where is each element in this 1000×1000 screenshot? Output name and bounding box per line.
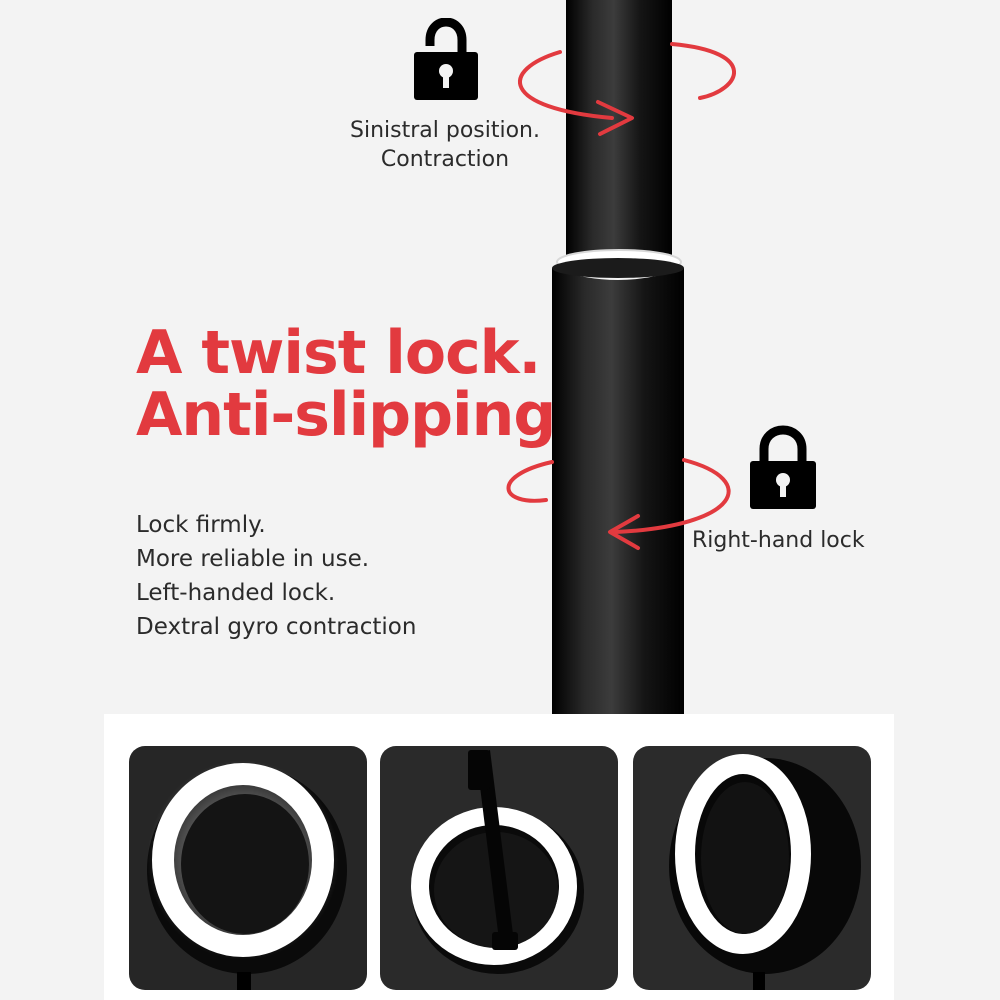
headline-line-2: Anti-slipping: [136, 380, 556, 450]
rotation-arrow-icon: [506, 460, 554, 503]
telescopic-pole-illustration: [506, 0, 736, 720]
feature-item: Dextral gyro contraction: [136, 614, 417, 640]
lower-pole-section: [552, 268, 684, 720]
rotation-arrow-icon: [670, 42, 736, 100]
locked-padlock-icon: [750, 425, 816, 509]
ring-light-angled-view: [633, 746, 871, 990]
lock-caption: Right-hand lock: [692, 528, 865, 553]
unlock-caption: Sinistral position. Contraction: [340, 116, 550, 174]
headline: A twist lock. Anti-slipping: [136, 318, 556, 450]
headline-line-1: A twist lock.: [136, 318, 541, 388]
feature-item: More reliable in use.: [136, 546, 370, 572]
product-gallery: [104, 714, 894, 1000]
feature-item: Lock firmly.: [136, 512, 266, 538]
upper-pole-section: [566, 0, 672, 262]
ring-light-front-view: [129, 746, 367, 990]
feature-list: Lock firmly. More reliable in use. Left-…: [136, 508, 416, 644]
unlock-caption-line-1: Sinistral position.: [350, 118, 540, 143]
unlock-caption-line-2: Contraction: [380, 147, 510, 172]
unlocked-padlock-icon: [414, 18, 478, 100]
feature-item: Left-handed lock.: [136, 580, 336, 606]
ring-light-with-tripod-view: [380, 746, 618, 990]
